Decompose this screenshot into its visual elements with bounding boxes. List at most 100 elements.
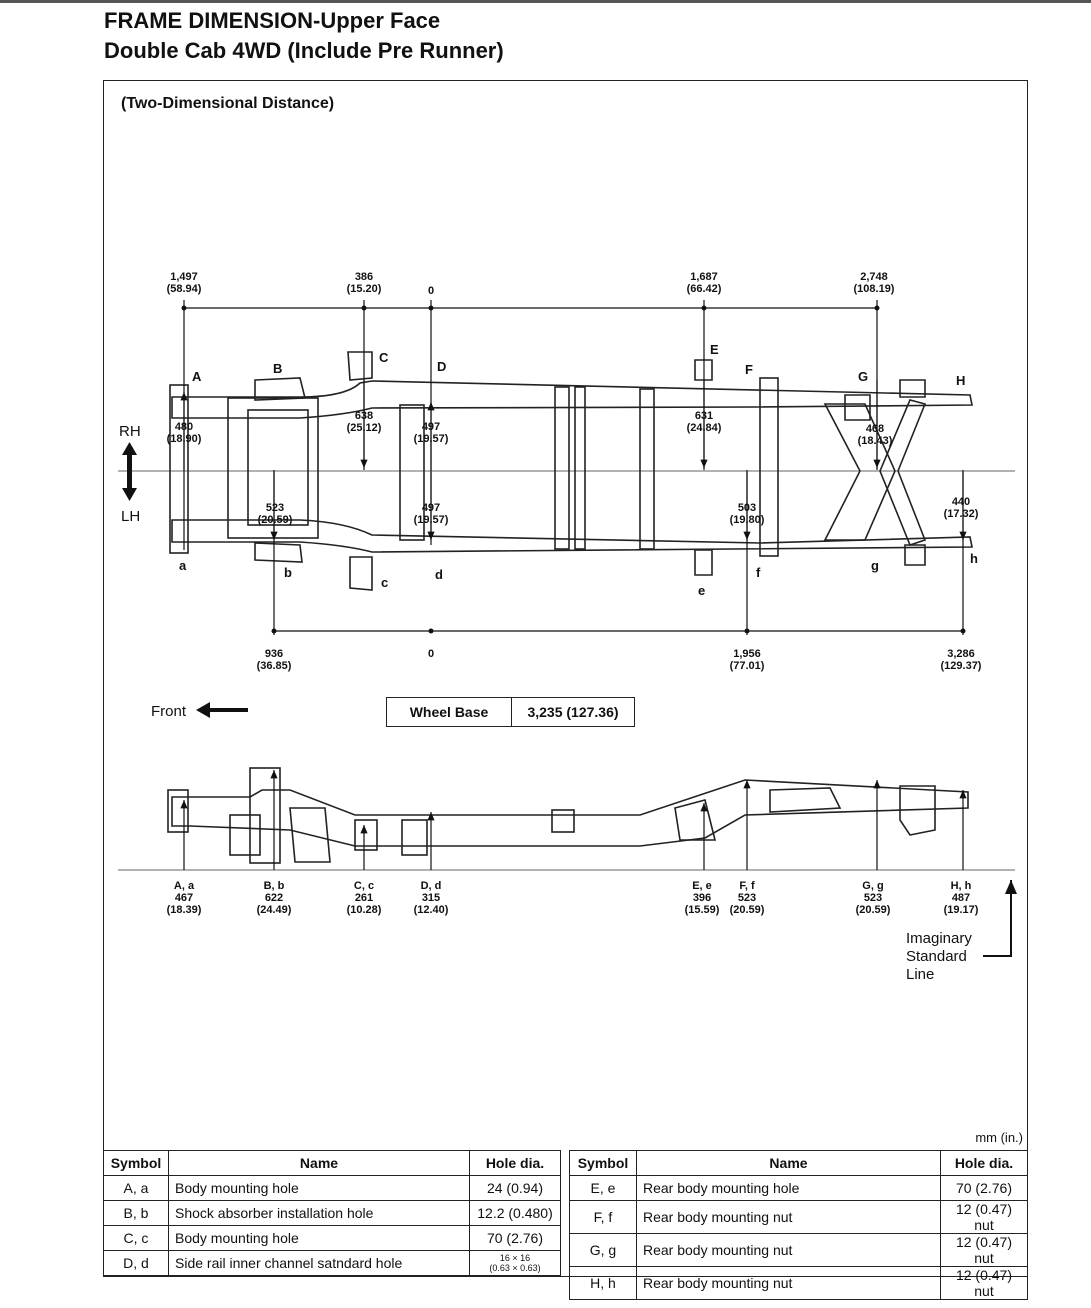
- name-cell: Rear body mounting nut: [636, 1233, 941, 1267]
- symbol-cell: F, f: [569, 1200, 637, 1234]
- lh-dim-value: 440: [952, 496, 970, 508]
- hole-cell: 70 (2.76): [940, 1175, 1028, 1201]
- bottom-dim-inch: (36.85): [257, 660, 292, 672]
- point-letter: G: [858, 369, 868, 384]
- top-dim-value: 2,748: [860, 271, 888, 283]
- table-row: A, a Body mounting hole 24 (0.94): [103, 1175, 561, 1201]
- height-inch: (24.49): [257, 904, 292, 916]
- rh-label: RH: [119, 423, 141, 440]
- name-cell: Body mounting hole: [168, 1225, 470, 1251]
- hole-dim: 16 × 16: [499, 1253, 531, 1263]
- lh-dim-inch: (19.57): [414, 514, 449, 526]
- col-hole: Hole dia.: [469, 1150, 561, 1176]
- rh-dim-inch: (19.57): [414, 433, 449, 445]
- name-cell: Rear body mounting nut: [636, 1200, 941, 1234]
- rh-dim-inch: (18.90): [167, 433, 202, 445]
- unit-note: mm (in.): [975, 1130, 1023, 1145]
- bottom-dim-value: 1,956: [733, 648, 761, 660]
- bottom-dim-inch: (129.37): [941, 660, 982, 672]
- diagram-frame: [103, 80, 1028, 1277]
- hole-cell: 12 (0.47) nut: [940, 1266, 1028, 1300]
- point-letter: A: [192, 369, 202, 384]
- hole-cell: 70 (2.76): [469, 1225, 561, 1251]
- lh-dim-labels: 523 (20.59) 497 (19.57) 503 (19.80) 440 …: [258, 496, 979, 526]
- top-dim-inch: (66.42): [687, 283, 722, 295]
- bottom-dim-value: 0: [428, 648, 434, 660]
- hole-cell: 12 (0.47) nut: [940, 1233, 1028, 1267]
- height-inch: (15.59): [685, 904, 720, 916]
- point-letter: d: [435, 567, 443, 582]
- point-letter: B: [273, 361, 282, 376]
- bottom-dim-value: 3,286: [947, 648, 975, 660]
- point-letter: F: [745, 362, 753, 377]
- symbol-cell: B, b: [103, 1200, 169, 1226]
- top-view-frame: [118, 351, 1015, 591]
- col-name: Name: [636, 1150, 941, 1176]
- imaginary-line-text: Line: [906, 966, 934, 983]
- bottom-dim-labels: 936 (36.85) 0 1,956 (77.01) 3,286 (129.3…: [257, 648, 982, 672]
- symbol-cell: E, e: [569, 1175, 637, 1201]
- wheel-base-value: 3,235 (127.36): [527, 704, 619, 720]
- top-dim-value: 1,687: [690, 271, 718, 283]
- height-symbol: H, h: [951, 880, 972, 892]
- col-symbol: Symbol: [569, 1150, 637, 1176]
- legend-table-left: Symbol Name Hole dia. A, a Body mounting…: [103, 1150, 561, 1276]
- height-value: 467: [175, 892, 193, 904]
- rh-dim-value: 497: [422, 421, 440, 433]
- point-letter: E: [710, 342, 719, 357]
- point-letter: f: [756, 565, 761, 580]
- rh-dim-inch: (24.84): [687, 422, 722, 434]
- height-inch: (10.28): [347, 904, 382, 916]
- top-dim-inch: (58.94): [167, 283, 202, 295]
- point-letter: C: [379, 350, 389, 365]
- height-symbol: A, a: [174, 880, 195, 892]
- top-dim-inch: (15.20): [347, 283, 382, 295]
- point-letter: g: [871, 558, 879, 573]
- rh-dim-labels: 480 (18.90) 638 (25.12) 497 (19.57) 631 …: [167, 410, 893, 447]
- hole-dim-inch: (0.63 × 0.63): [489, 1263, 541, 1273]
- front-arrow-icon: [196, 702, 248, 718]
- front-label: Front: [151, 703, 187, 720]
- lh-dim-value: 523: [266, 502, 284, 514]
- point-letter: h: [970, 551, 978, 566]
- dimension-dots: [181, 305, 966, 634]
- table-row: E, e Rear body mounting hole 70 (2.76): [569, 1175, 1028, 1201]
- table-header-row: Symbol Name Hole dia.: [103, 1150, 561, 1176]
- rh-dim-value: 638: [355, 410, 373, 422]
- height-symbol: E, e: [692, 880, 712, 892]
- height-symbol: D, d: [421, 880, 442, 892]
- rh-dim-inch: (18.43): [858, 435, 893, 447]
- lh-dim-inch: (17.32): [944, 508, 979, 520]
- table-row: D, d Side rail inner channel satndard ho…: [103, 1250, 561, 1276]
- point-letters: A B C D E F G H a b c d e f g h: [179, 342, 978, 598]
- height-value: 315: [422, 892, 440, 904]
- top-dim-value: 0: [428, 285, 434, 297]
- lh-label: LH: [121, 508, 140, 525]
- legend-table-right: Symbol Name Hole dia. E, e Rear body mou…: [569, 1150, 1028, 1300]
- height-symbol: G, g: [862, 880, 883, 892]
- height-symbol: F, f: [739, 880, 755, 892]
- hole-cell: 12 (0.47) nut: [940, 1200, 1028, 1234]
- table-row: G, g Rear body mounting nut 12 (0.47) nu…: [569, 1233, 1028, 1267]
- height-symbol: B, b: [264, 880, 285, 892]
- top-dim-value: 1,497: [170, 271, 198, 283]
- table-row: H, h Rear body mounting nut 12 (0.47) nu…: [569, 1266, 1028, 1300]
- symbol-cell: D, d: [103, 1250, 169, 1276]
- symbol-cell: C, c: [103, 1225, 169, 1251]
- top-dimension-line: [183, 300, 964, 635]
- height-dim-labels: A, a 467 (18.39) B, b 622 (24.49) C, c 2…: [167, 880, 979, 916]
- top-rule: [0, 0, 1091, 3]
- imaginary-line-text: Imaginary: [906, 930, 972, 947]
- point-letter: H: [956, 373, 965, 388]
- point-letter: b: [284, 565, 292, 580]
- col-name: Name: [168, 1150, 470, 1176]
- hole-cell: 16 × 16 (0.63 × 0.63): [469, 1250, 561, 1276]
- imaginary-line-callout: Imaginary Standard Line: [906, 880, 1017, 983]
- lh-dim-inch: (20.59): [258, 514, 293, 526]
- rh-dim-inch: (25.12): [347, 422, 382, 434]
- name-cell: Body mounting hole: [168, 1175, 470, 1201]
- top-dim-value: 386: [355, 271, 373, 283]
- height-inch: (20.59): [856, 904, 891, 916]
- col-symbol: Symbol: [103, 1150, 169, 1176]
